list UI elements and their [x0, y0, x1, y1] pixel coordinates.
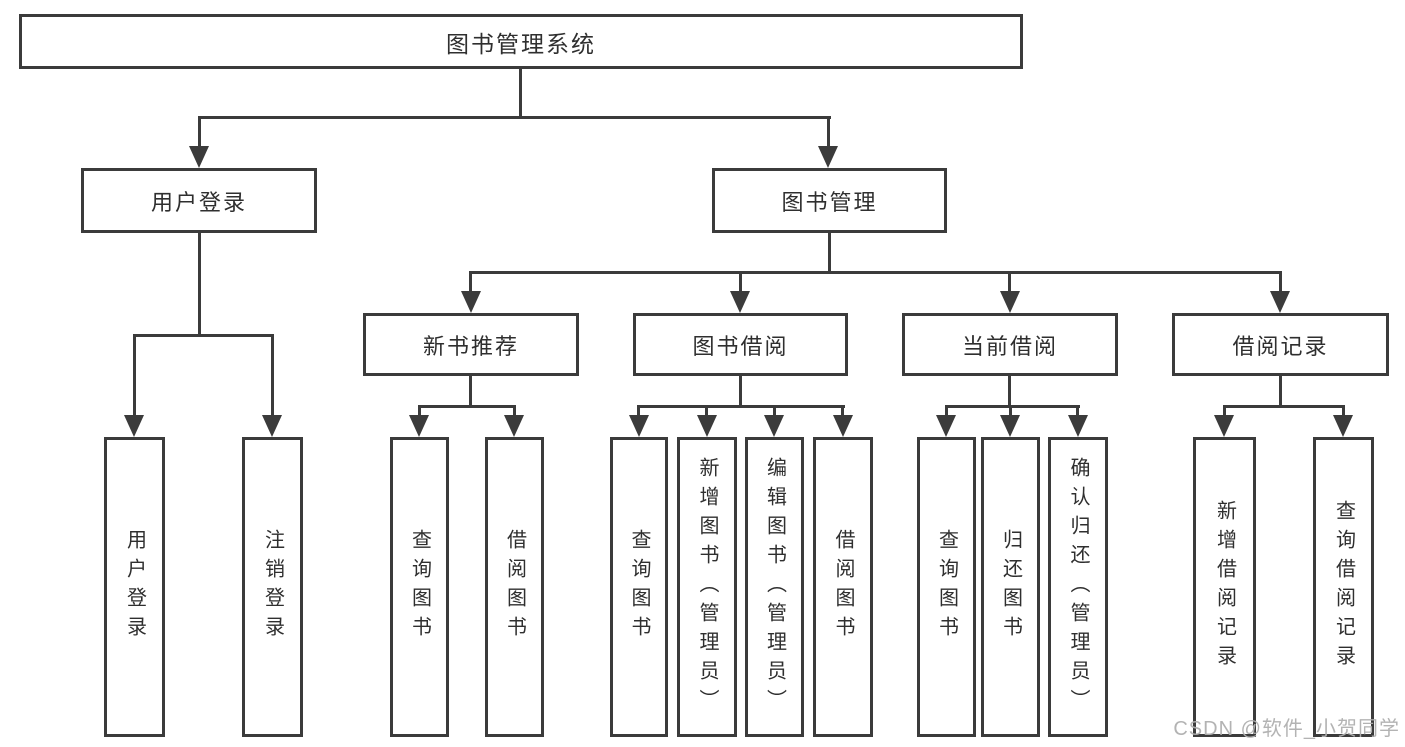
connector-line — [1279, 376, 1282, 408]
arrow-down-icon — [764, 415, 784, 437]
connector-line — [945, 405, 948, 419]
connector-line — [133, 334, 136, 419]
node-library-management-system-label: 图书管理系统 — [446, 30, 596, 57]
arrow-down-icon — [818, 146, 838, 168]
leaf-logout: 注销登录 — [242, 437, 303, 737]
node-new-book-recommendation: 新书推荐 — [363, 313, 579, 376]
leaf-borrow-books-1-label: 借阅图书 — [503, 529, 526, 645]
node-user-login: 用户登录 — [81, 168, 317, 233]
leaf-query-books-3: 查询图书 — [917, 437, 976, 737]
connector-line — [513, 405, 516, 419]
arrow-down-icon — [833, 415, 853, 437]
leaf-add-borrow-record-label: 新增借阅记录 — [1213, 500, 1236, 674]
leaf-query-books-1: 查询图书 — [390, 437, 449, 737]
arrow-down-icon — [730, 291, 750, 313]
node-current-borrowing: 当前借阅 — [902, 313, 1118, 376]
node-library-management-system: 图书管理系统 — [19, 14, 1023, 69]
leaf-query-borrow-record: 查询借阅记录 — [1313, 437, 1374, 737]
arrow-down-icon — [1000, 415, 1020, 437]
connector-line — [841, 405, 844, 419]
leaf-return-books-label: 归还图书 — [999, 529, 1022, 645]
connector-line — [1008, 376, 1011, 408]
leaf-logout-label: 注销登录 — [261, 529, 284, 645]
connector-line — [828, 233, 831, 274]
leaf-add-books-admin-label: 新增图书（管理员） — [696, 456, 718, 718]
node-book-borrowing: 图书借阅 — [633, 313, 848, 376]
connector-line — [773, 405, 776, 419]
arrow-down-icon — [409, 415, 429, 437]
connector-line — [198, 116, 831, 119]
node-borrowing-records-label: 借阅记录 — [1232, 333, 1329, 359]
connector-line — [827, 116, 830, 150]
leaf-user-login: 用户登录 — [104, 437, 165, 737]
connector-line — [519, 69, 522, 116]
node-user-login-label: 用户登录 — [150, 189, 247, 215]
leaf-return-books: 归还图书 — [981, 437, 1040, 737]
leaf-query-books-2: 查询图书 — [610, 437, 668, 737]
connector-line — [469, 271, 1282, 274]
arrow-down-icon — [697, 415, 717, 437]
arrow-down-icon — [1270, 291, 1290, 313]
connector-line — [1223, 405, 1345, 408]
leaf-query-books-1-label: 查询图书 — [408, 529, 431, 645]
leaf-add-borrow-record: 新增借阅记录 — [1193, 437, 1256, 737]
arrow-down-icon — [1000, 291, 1020, 313]
connector-line — [418, 405, 421, 419]
arrow-down-icon — [461, 291, 481, 313]
node-borrowing-records: 借阅记录 — [1172, 313, 1389, 376]
csdn-watermark: CSDN @软件_小贺同学 — [1173, 718, 1400, 740]
leaf-add-books-admin: 新增图书（管理员） — [677, 437, 737, 737]
connector-line — [1008, 271, 1011, 295]
node-current-borrowing-label: 当前借阅 — [961, 333, 1058, 359]
arrow-down-icon — [936, 415, 956, 437]
leaf-query-books-2-label: 查询图书 — [628, 529, 650, 645]
node-new-book-recommendation-label: 新书推荐 — [422, 333, 519, 359]
connector-line — [133, 334, 274, 337]
connector-line — [739, 376, 742, 408]
leaf-borrow-books-2-label: 借阅图书 — [832, 529, 854, 645]
connector-line — [637, 405, 845, 408]
arrow-down-icon — [262, 415, 282, 437]
node-book-management: 图书管理 — [712, 168, 947, 233]
leaf-borrow-books-2: 借阅图书 — [813, 437, 873, 737]
arrow-down-icon — [504, 415, 524, 437]
leaf-query-books-3-label: 查询图书 — [935, 529, 958, 645]
connector-line — [1279, 271, 1282, 295]
leaf-user-login-label: 用户登录 — [123, 529, 146, 645]
connector-line — [271, 334, 274, 419]
arrow-down-icon — [1068, 415, 1088, 437]
connector-line — [1223, 405, 1226, 419]
leaf-edit-books-admin-label: 编辑图书（管理员） — [763, 456, 786, 718]
arrow-down-icon — [629, 415, 649, 437]
connector-line — [1342, 405, 1345, 419]
connector-line — [945, 405, 1080, 408]
arrow-down-icon — [124, 415, 144, 437]
connector-line — [198, 233, 201, 337]
arrow-down-icon — [1333, 415, 1353, 437]
node-book-borrowing-label: 图书借阅 — [692, 333, 789, 359]
arrow-down-icon — [189, 146, 209, 168]
connector-line — [198, 116, 201, 150]
connector-line — [1009, 405, 1012, 419]
connector-line — [1076, 405, 1079, 419]
leaf-query-borrow-record-label: 查询借阅记录 — [1332, 500, 1355, 674]
node-book-management-label: 图书管理 — [781, 189, 878, 215]
connector-line — [469, 376, 472, 408]
connector-line — [418, 405, 516, 408]
connector-line — [469, 271, 472, 295]
leaf-confirm-return-admin: 确认归还（管理员） — [1048, 437, 1108, 737]
connector-line — [739, 271, 742, 295]
connector-line — [637, 405, 640, 419]
leaf-edit-books-admin: 编辑图书（管理员） — [745, 437, 804, 737]
arrow-down-icon — [1214, 415, 1234, 437]
leaf-borrow-books-1: 借阅图书 — [485, 437, 544, 737]
leaf-confirm-return-admin-label: 确认归还（管理员） — [1067, 456, 1089, 718]
connector-line — [705, 405, 708, 419]
